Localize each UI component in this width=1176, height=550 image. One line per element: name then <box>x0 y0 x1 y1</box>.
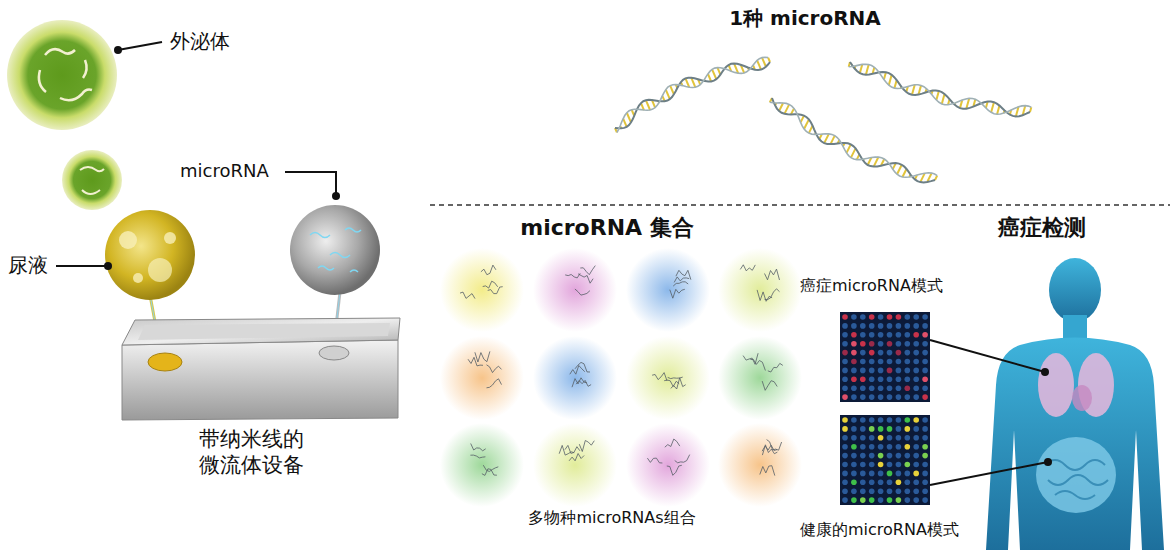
human-body <box>930 258 1164 550</box>
exosome-large <box>7 20 117 130</box>
urine-label: 尿液 <box>8 253 48 278</box>
leader-urine <box>56 262 112 270</box>
microrna-label: microRNA <box>180 160 269 183</box>
section-heading: microRNA 集合 <box>520 214 694 242</box>
microfluidic-device <box>122 318 400 420</box>
expression-grids <box>840 312 930 505</box>
dashed-divider <box>430 204 1170 206</box>
microrna-collection <box>440 248 802 507</box>
leader-microrna <box>285 172 340 200</box>
collection-caption: 多物种microRNAs组合 <box>528 508 695 528</box>
pattern-label: 健康的microRNA模式 <box>800 520 959 540</box>
exosome-label: 外泌体 <box>170 29 230 54</box>
leader-exosome <box>114 42 162 54</box>
section-heading: 癌症检测 <box>998 214 1086 242</box>
microrna-strands <box>615 57 1031 182</box>
exosome-small <box>62 150 122 210</box>
section-heading: 1种 microRNA <box>729 6 881 31</box>
pattern-label: 癌症microRNA模式 <box>800 276 943 296</box>
device-caption: 带纳米线的 微流体设备 <box>195 426 308 479</box>
